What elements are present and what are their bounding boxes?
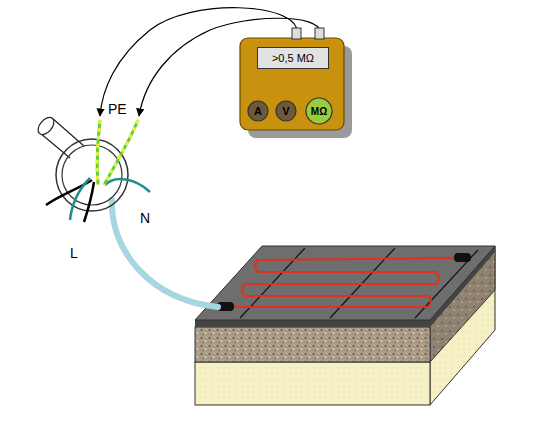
cable-end (454, 253, 471, 262)
conductor-label: N (140, 210, 150, 226)
button-label: V (282, 105, 289, 117)
mode-button: MΩ (305, 97, 333, 125)
conductor-label: L (70, 245, 78, 261)
button-label: A (254, 105, 262, 117)
mode-button: V (275, 100, 297, 122)
mode-button: A (247, 100, 269, 122)
readout-value: >0,5 MΩ (272, 52, 314, 64)
insulation-tester (240, 28, 352, 138)
conductor-label: PE (108, 101, 127, 117)
cold-lead (112, 200, 218, 307)
heating-cable (226, 258, 462, 307)
button-label: MΩ (311, 106, 327, 117)
display-readout: >0,5 MΩ (257, 47, 329, 69)
heated-floor (195, 246, 495, 405)
cable-end-conductors (35, 114, 150, 222)
